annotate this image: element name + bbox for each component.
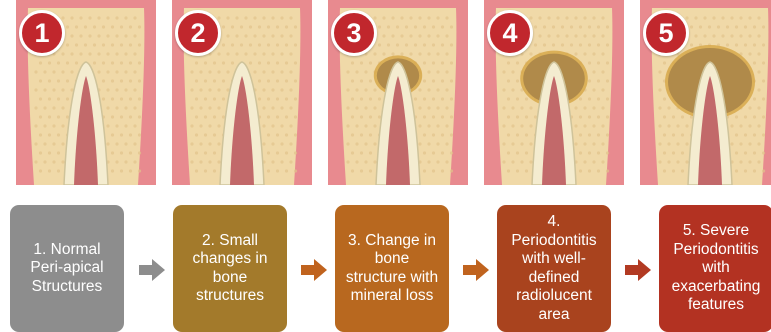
step-badge-5: 5 bbox=[643, 10, 689, 56]
arrow-shape bbox=[625, 259, 651, 281]
stage-box-5: 5. Severe Periodontitis with exacerbatin… bbox=[659, 205, 771, 332]
arrow-right-icon bbox=[139, 259, 165, 281]
stage-box-4: 4. Periodontitis with well-defined radio… bbox=[497, 205, 611, 332]
arrow-shape bbox=[139, 259, 165, 281]
stage-caption-5: 5. Severe Periodontitis with exacerbatin… bbox=[667, 222, 765, 315]
stage-caption-3: 3. Change in bone structure with mineral… bbox=[343, 232, 441, 306]
tooth-panel-1: 1 bbox=[10, 0, 162, 185]
tooth-panel-3: 3 bbox=[322, 0, 474, 185]
stage-caption-1: 1. Normal Peri-apical Structures bbox=[18, 241, 116, 297]
tooth-panel-4: 4 bbox=[478, 0, 630, 185]
stage-caption-4: 4. Periodontitis with well-defined radio… bbox=[505, 213, 603, 324]
step-badge-2: 2 bbox=[175, 10, 221, 56]
arrow-right-icon bbox=[625, 259, 651, 281]
stage-box-2: 2. Small changes in bone structures bbox=[173, 205, 287, 332]
tooth-panel-5: 5 bbox=[634, 0, 771, 185]
tooth-panel-2: 2 bbox=[166, 0, 318, 185]
stage-box-1: 1. Normal Peri-apical Structures bbox=[10, 205, 124, 332]
step-badge-1: 1 bbox=[19, 10, 65, 56]
step-badge-4: 4 bbox=[487, 10, 533, 56]
arrow-right-icon bbox=[463, 259, 489, 281]
arrow-right-icon bbox=[301, 259, 327, 281]
arrow-shape bbox=[463, 259, 489, 281]
stage-caption-2: 2. Small changes in bone structures bbox=[181, 232, 279, 306]
step-badge-3: 3 bbox=[331, 10, 377, 56]
stage-box-3: 3. Change in bone structure with mineral… bbox=[335, 205, 449, 332]
arrow-shape bbox=[301, 259, 327, 281]
